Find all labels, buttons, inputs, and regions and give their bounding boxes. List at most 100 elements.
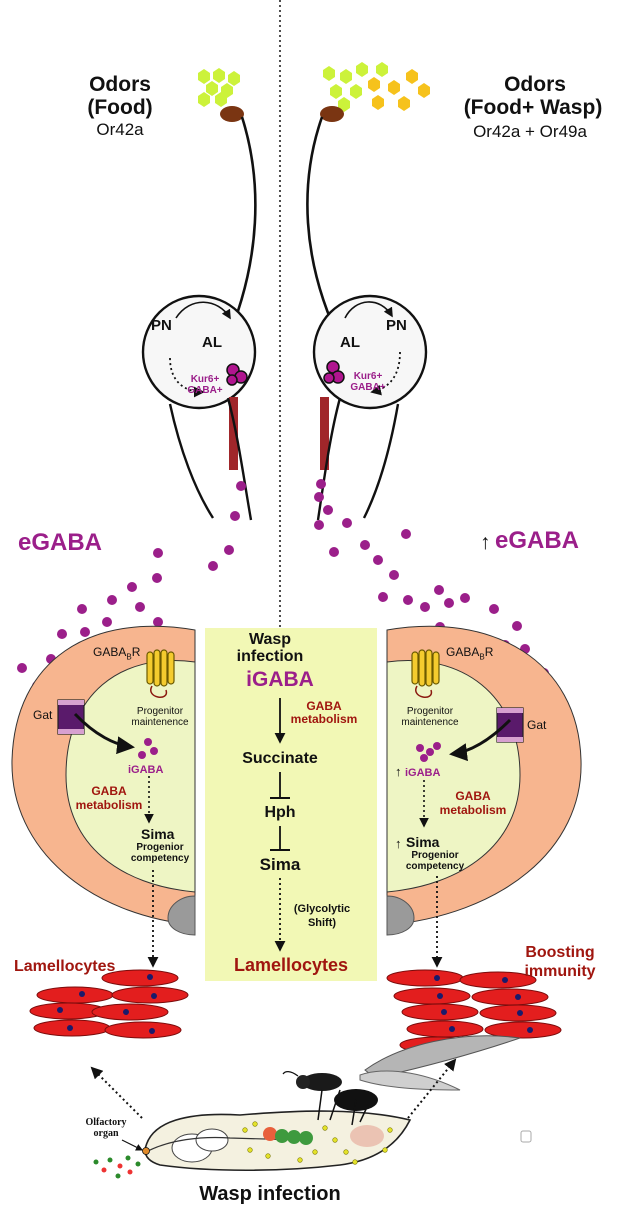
right-competency-label-1: Progenior	[411, 850, 459, 861]
right-gland-gray-cap	[386, 895, 415, 936]
right-projection-column	[320, 397, 329, 470]
center-igaba-label: iGABA	[246, 668, 314, 691]
right-odor-molecules	[323, 62, 430, 112]
center-wasp-label-1: Wasp	[248, 631, 292, 648]
right-gabab-receptor	[411, 649, 440, 687]
left-egaba-label: eGABA	[18, 529, 103, 556]
left-kur6-neurons	[226, 363, 248, 386]
left-odor-title-2: (Food)	[87, 96, 153, 119]
right-lymph-gland-inner	[386, 660, 521, 893]
right-igaba-label: iGABA	[405, 767, 441, 779]
left-lamellocytes	[29, 969, 189, 1039]
right-lamellocytes	[386, 969, 562, 1054]
right-boosting-label-1: Boosting	[525, 944, 595, 961]
right-progenitor-label-1: Progenitor	[406, 706, 454, 717]
center-sima-label: Sima	[259, 855, 301, 874]
right-igaba-dots	[416, 742, 441, 762]
center-wasp-label-2: infection	[236, 648, 304, 665]
right-odor-title-1: Odors	[504, 73, 566, 96]
larva-wasp-egg	[350, 1125, 384, 1147]
left-gland-gray-cap	[167, 895, 196, 936]
left-gaba-metab-label-1: GABA	[91, 784, 127, 798]
larva-brain-lobe-2	[195, 1128, 229, 1152]
right-boosting-label-2: immunity	[524, 963, 596, 980]
larva-to-left-lamellocytes-arrow	[90, 1066, 143, 1119]
right-egaba-dots	[314, 479, 549, 678]
center-gaba-label-2: metabolism	[290, 712, 358, 726]
olfactory-organ-icon	[142, 1147, 150, 1155]
center-succinate-label: Succinate	[242, 750, 318, 767]
left-gabab-receptor	[146, 649, 175, 687]
right-gat-uptake-arrow	[449, 718, 512, 762]
olfactory-organ-label-1: Olfactory	[85, 1117, 127, 1128]
right-stalk-inner	[316, 397, 342, 521]
right-kur6-label-2: GABA+	[350, 382, 386, 393]
right-egaba-up-arrow: ↑	[480, 531, 491, 554]
center-gaba-label-1: GABA	[306, 699, 342, 713]
left-gabab-r-label: GABABR	[93, 645, 141, 662]
left-receptor-label: Or42a	[96, 120, 144, 139]
left-projection-column	[229, 397, 238, 470]
center-glyco-label-2: Shift)	[307, 917, 337, 929]
larva-odor-particles	[93, 1155, 141, 1179]
left-gaba-metab-label-2: metabolism	[75, 798, 143, 812]
corner-box-icon	[520, 1130, 532, 1143]
larva-yellow-hemocytes	[242, 1121, 393, 1165]
left-receptor-feedback-arrow	[150, 685, 168, 698]
left-odor-title-1: Odors	[89, 73, 151, 96]
left-stalk-inner	[226, 397, 253, 521]
right-competency-label-2: competency	[405, 861, 465, 872]
left-lymph-gland-inner	[65, 660, 196, 893]
right-egaba-label: eGABA	[495, 527, 580, 554]
right-gaba-metab-label-1: GABA	[455, 789, 491, 803]
left-sima-label: Sima	[141, 826, 175, 842]
left-igaba-label: iGABA	[128, 764, 164, 776]
right-sima-up-arrow: ↑	[395, 836, 402, 851]
right-pn-arc-arrow	[344, 301, 393, 319]
left-progenitor-label-1: Progenitor	[136, 706, 184, 717]
right-gabab-r-label: GABABR	[446, 645, 494, 662]
larva-nerve	[147, 1136, 301, 1152]
left-gat-label: Gat	[33, 708, 53, 722]
right-receptor-feedback-arrow	[415, 685, 433, 698]
left-kur6-label-2: GABA+	[187, 385, 223, 396]
right-pn-label: PN	[386, 317, 407, 334]
left-stalk-outer	[168, 403, 215, 519]
wasp-icon	[282, 1035, 521, 1126]
right-kur6-neurons	[323, 360, 345, 384]
right-receptor-label: Or42a + Or49a	[473, 122, 587, 141]
center-glyco-label-1: (Glycolytic	[293, 903, 351, 915]
right-al-label: AL	[340, 334, 360, 351]
left-pn-label: PN	[151, 317, 172, 334]
left-pn-dotted-arrow	[169, 357, 205, 398]
right-progenitor-label-2: maintenence	[401, 717, 459, 728]
right-igaba-up-arrow: ↑	[395, 764, 402, 779]
center-hph-label: Hph	[264, 804, 296, 821]
larva-lymph-gland	[263, 1127, 313, 1145]
left-neuron-body	[220, 106, 244, 122]
left-lamellocytes-label: Lamellocytes	[14, 958, 116, 975]
right-odor-title-2: (Food+ Wasp)	[463, 96, 603, 119]
right-gaba-metab-label-2: metabolism	[439, 803, 507, 817]
left-competency-label-1: Progenior	[136, 842, 184, 853]
right-gat-label: Gat	[527, 718, 547, 732]
right-neuron-body	[320, 106, 344, 122]
left-gat-transporter	[57, 699, 85, 735]
left-gat-uptake-arrow	[73, 712, 135, 755]
center-lamellocytes-label: Lamellocytes	[233, 955, 349, 975]
right-stalk-outer	[362, 403, 400, 519]
left-competency-label-2: competency	[130, 853, 190, 864]
wasp-infection-caption: Wasp infection	[199, 1183, 341, 1205]
left-pn-arc-arrow	[175, 301, 231, 320]
olfactory-organ-pointer	[121, 1139, 144, 1151]
right-pn-dotted-arrow	[370, 351, 401, 396]
left-igaba-dots	[138, 738, 158, 759]
right-kur6-label-1: Kur6+	[353, 371, 383, 382]
olfactory-organ-label-2: organ	[93, 1128, 119, 1139]
left-progenitor-label-2: maintenence	[131, 717, 189, 728]
left-kur6-label-1: Kur6+	[190, 374, 220, 385]
right-gat-transporter	[496, 707, 524, 743]
left-al-label: AL	[202, 334, 222, 351]
center-pathway-box	[205, 628, 377, 981]
